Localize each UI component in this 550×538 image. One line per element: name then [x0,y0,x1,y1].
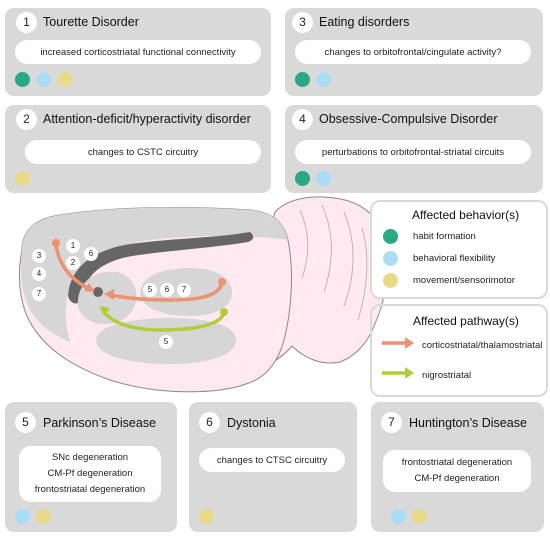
habit-formation-dot [383,229,398,244]
card-description-line: CM-Pf degeneration [414,473,500,484]
brain-label-7: 7 [32,287,46,301]
card-description: changes to CSTC circuitry [25,140,261,164]
card-description-line: frontostriatal degeneration [401,457,513,468]
movement-sensorimotor-dot [412,509,427,524]
brain-label-1: 1 [66,239,80,253]
movement-sensorimotor-dot [58,72,73,87]
card-title: Eating disorders [319,15,410,29]
card-huntingtons: 7 Huntington’s Disease frontostriatal de… [371,402,544,532]
brain-label-6-thalamus: 6 [160,283,174,297]
movement-sensorimotor-dot [199,509,214,524]
legend-label: habit formation [413,231,476,242]
cerebellum-folia [299,204,368,321]
card-adhd: 2 Attention-deficit/hyperactivity disord… [5,105,271,193]
card-description: SNc degeneration CM-Pf degeneration fron… [19,446,161,502]
behavioral-flexibility-dot [36,72,51,87]
legend-affected-pathway: Affected pathway(s) corticostriatal/thal… [370,304,548,397]
brain-label-5-midbrain: 5 [159,335,173,349]
legend-label: behavioral flexibility [413,253,496,264]
behavioral-flexibility-dot [316,72,331,87]
legend-label: nigrostriatal [422,370,472,381]
legend-label: movement/sensorimotor [413,275,515,286]
card-title: Obsessive-Compulsive Disorder [319,112,498,126]
card-description: increased corticostriatal functional con… [15,40,261,64]
striatum-node [93,287,103,297]
card-title: Huntington’s Disease [409,416,527,430]
brain-label-7-thalamus: 7 [177,283,191,297]
brain-label-5-thalamus: 5 [143,283,157,297]
habit-formation-dot [15,72,30,87]
card-description-line: SNc degeneration [51,452,129,463]
card-dystonia: 6 Dystonia changes to CTSC circuitry [189,402,357,532]
card-title: Attention-deficit/hyperactivity disorder [43,112,251,126]
corpus-callosum [68,232,254,304]
card-title: Parkinson’s Disease [43,416,157,430]
brain-label-3: 3 [32,249,46,263]
legend-label: corticostriatal/thalamostriatal [422,340,543,351]
nigrostriatal-arrow [102,310,226,332]
legend-title: Affected pathway(s) [413,314,519,328]
card-number: 1 [16,12,37,33]
card-number: 3 [292,12,313,33]
habit-formation-dot [295,171,310,186]
card-number: 5 [15,412,36,433]
card-ocd: 4 Obsessive-Compulsive Disorder perturba… [285,105,543,193]
card-number: 6 [199,412,220,433]
movement-sensorimotor-dot [36,509,51,524]
card-title: Tourette Disorder [43,15,139,29]
brain-label-4: 4 [32,267,46,281]
thalamostriatal-arrow [109,281,224,302]
card-description: frontostriatal degeneration CM-Pf degene… [383,450,531,492]
behavioral-flexibility-dot [391,509,406,524]
brain-label-2: 2 [66,256,80,270]
behavioral-flexibility-dot [383,251,398,266]
striatum-region [77,271,137,325]
card-tourette: 1 Tourette Disorder increased corticostr… [5,8,271,96]
legend-title: Affected behavior(s) [412,208,520,222]
card-description-line: CM-Pf degeneration [47,468,133,479]
behavioral-flexibility-dot [316,171,331,186]
legend-affected-behavior: Affected behavior(s) habit formation beh… [370,200,548,299]
habit-formation-dot [295,72,310,87]
brain-label-6: 6 [84,247,98,261]
card-description: perturbations to orbitofrontal-striatal … [295,140,531,164]
card-number: 7 [381,412,402,433]
behavioral-flexibility-dot [15,509,30,524]
card-description: changes to orbitofrontal/cingulate activ… [295,40,531,64]
cortex-region [20,207,289,342]
movement-sensorimotor-dot [15,171,30,186]
card-eating-disorders: 3 Eating disorders changes to orbitofron… [285,8,543,96]
corticostriatal-arrow [54,243,89,290]
card-description: changes to CTSC circuitry [199,448,345,472]
card-number: 4 [292,109,313,130]
movement-sensorimotor-dot [383,273,398,288]
card-description-line: frontostriatal degeneration [34,484,146,495]
card-parkinsons: 5 Parkinson’s Disease SNc degeneration C… [5,402,177,532]
card-title: Dystonia [227,416,276,430]
card-number: 2 [16,109,37,130]
